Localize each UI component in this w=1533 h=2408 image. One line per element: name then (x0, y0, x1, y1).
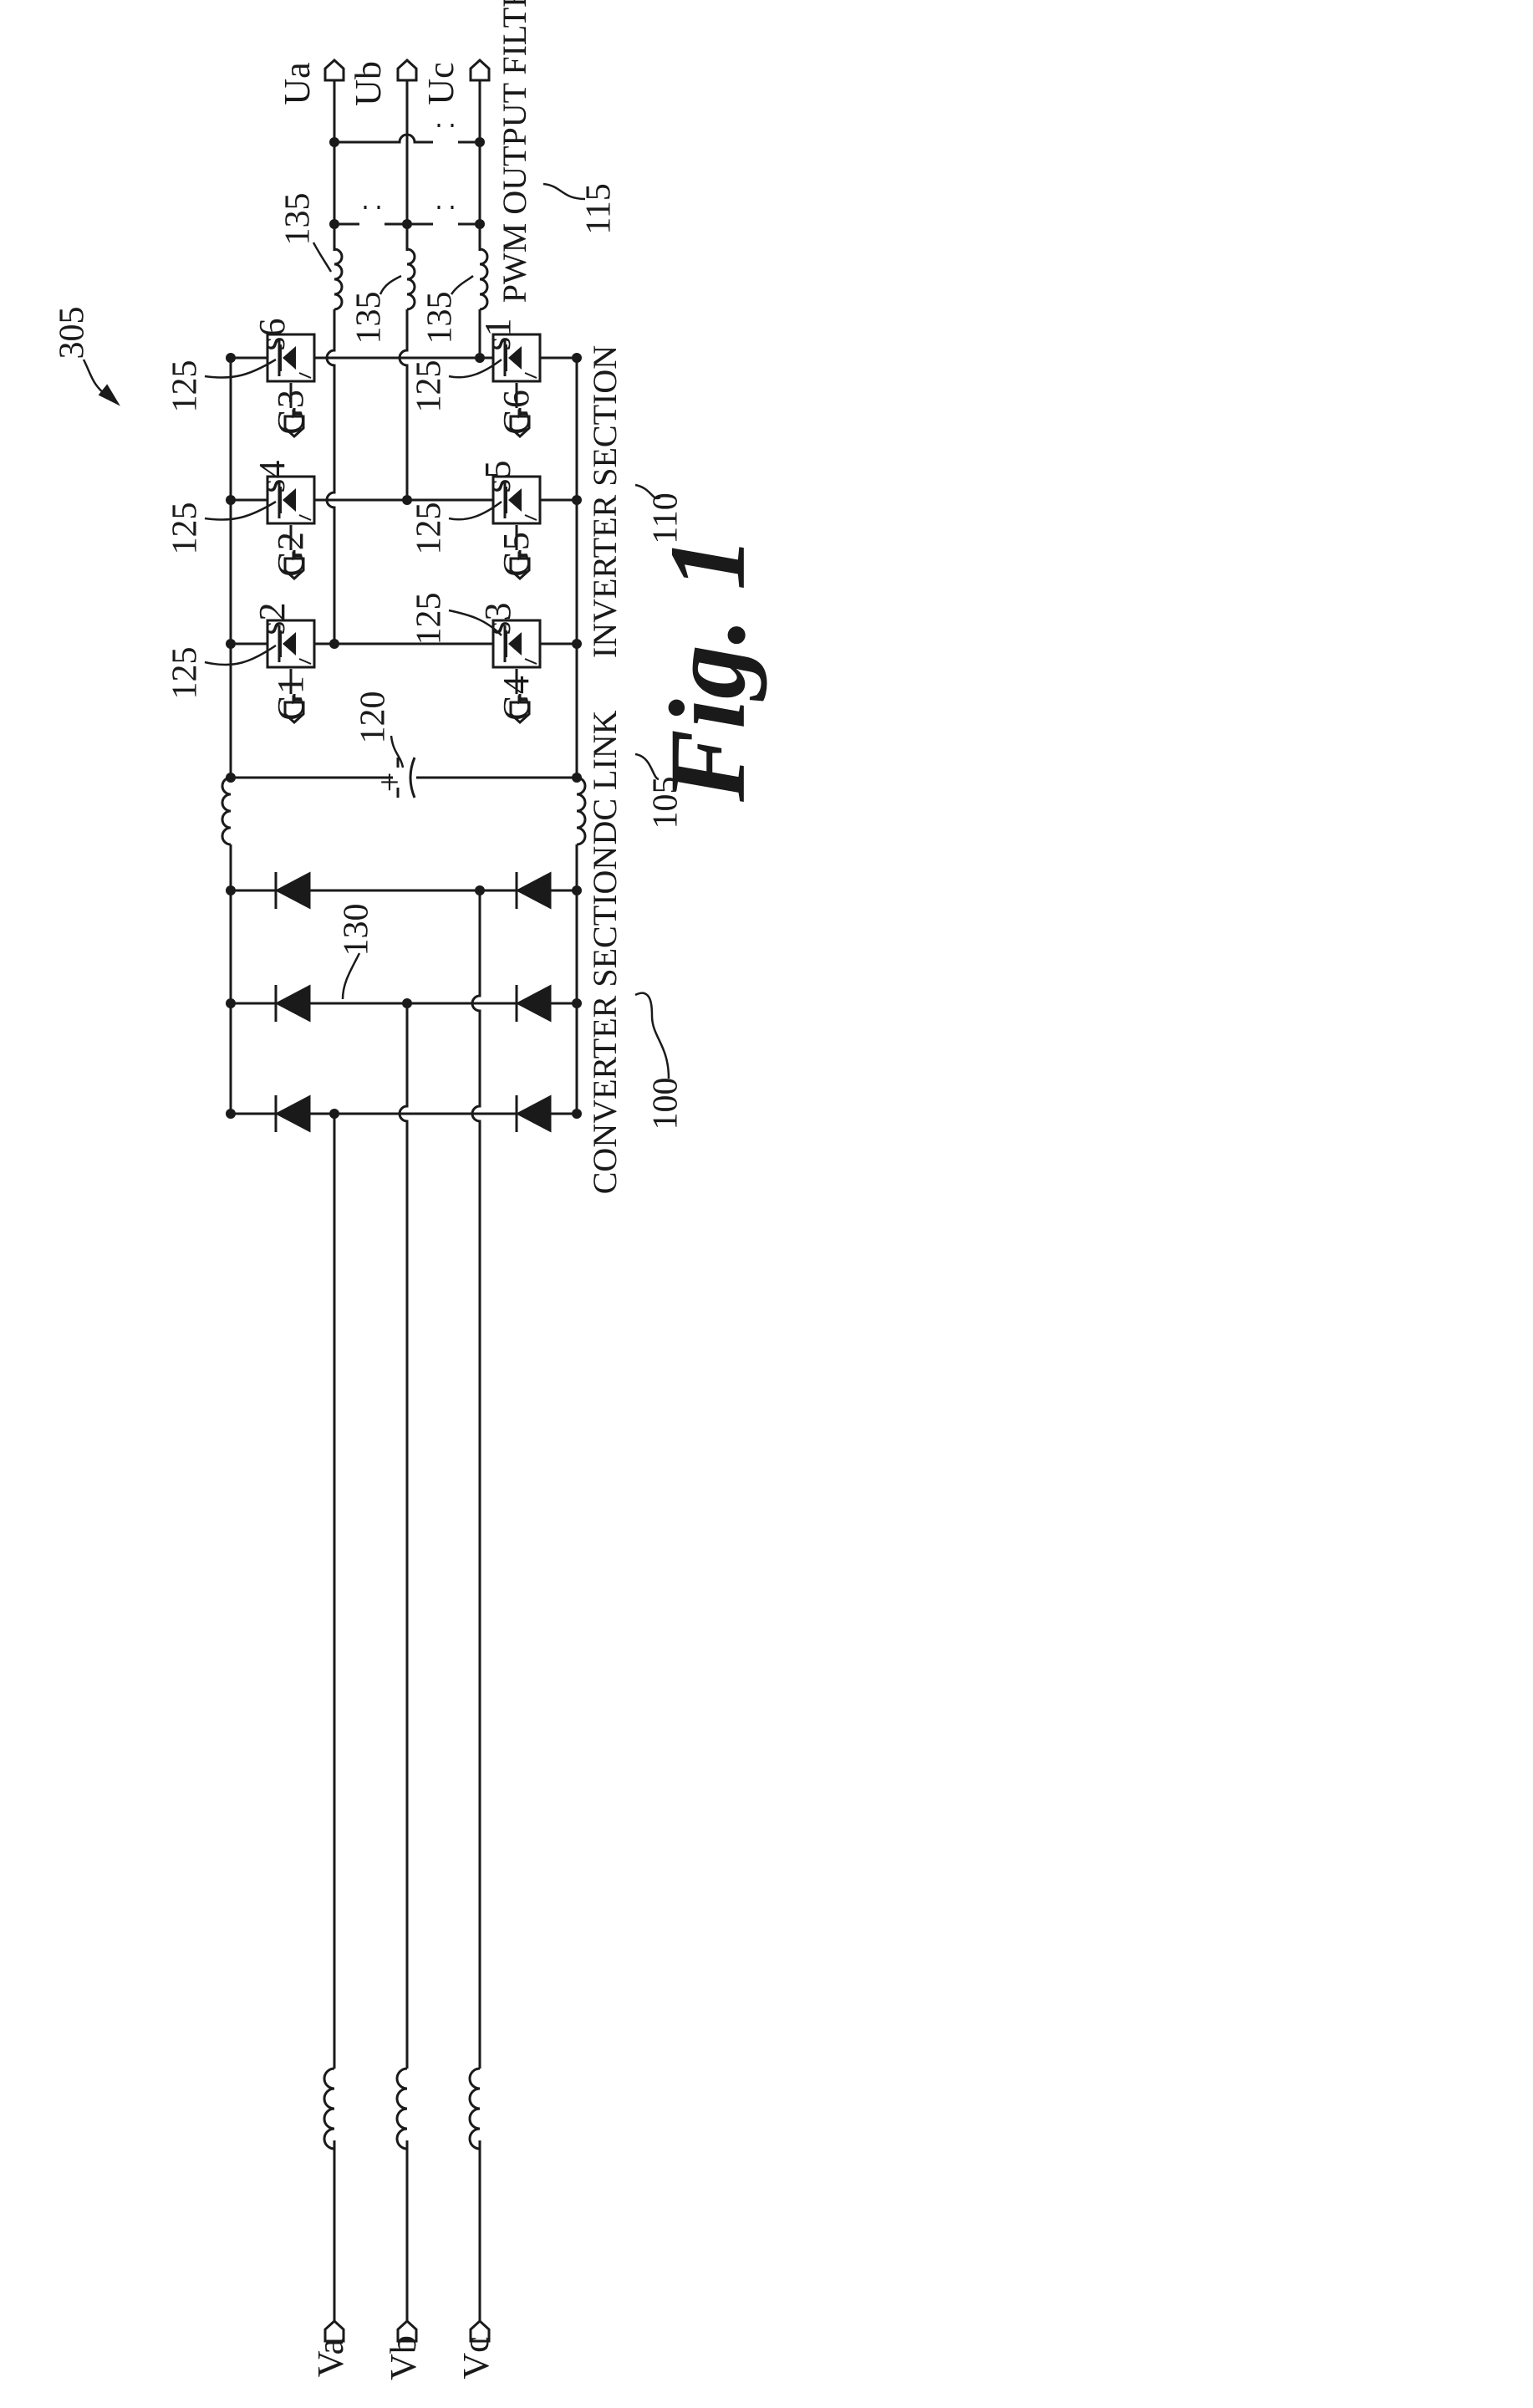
junction-dot (475, 219, 485, 229)
junction-dot (572, 353, 582, 363)
leader-line (205, 360, 276, 378)
junction-dot (572, 885, 582, 895)
junction-dot (329, 137, 339, 147)
ref-120: 120 (354, 691, 393, 744)
ref-135: 135 (279, 193, 318, 246)
junction-dot (475, 137, 485, 147)
switch-label-s1: s1 (477, 318, 518, 350)
junction-dot (475, 885, 485, 895)
ref-125: 125 (410, 360, 449, 413)
converter-section-title: CONVERTER SECTION (586, 846, 624, 1194)
ref-125: 125 (166, 503, 205, 555)
gap (433, 127, 458, 161)
output-terminal (471, 60, 489, 80)
figure-title: Fig. 1 (648, 536, 768, 803)
gate-label-g3: G3 (270, 390, 311, 435)
leader-line (205, 502, 276, 520)
junction-dot (572, 639, 582, 649)
junction-dot (572, 495, 582, 505)
diode-symbol (518, 987, 550, 1020)
switch-label-s2: s2 (252, 602, 293, 635)
junction-dot (572, 773, 582, 783)
filter-title: PWM OUTPUT FILTER (496, 0, 533, 303)
ref-130: 130 (338, 904, 376, 957)
inverter-section-title: INVERTER SECTION (586, 345, 624, 658)
junction-dot (226, 885, 236, 895)
ref-125: 125 (410, 593, 449, 645)
junction-dot (329, 639, 339, 649)
wire (327, 80, 334, 644)
junction-dot (475, 353, 485, 363)
diode-symbol (278, 874, 309, 907)
diode-symbol (278, 987, 309, 1020)
switch-label-s3: s3 (477, 602, 518, 635)
gap (359, 209, 385, 242)
output-label-uc: Uc (420, 62, 461, 105)
gate-label-g2: G2 (270, 532, 311, 577)
arrowhead (100, 386, 117, 403)
wire (400, 1003, 407, 2069)
dc-link-title: DC LINK (586, 710, 624, 844)
switch-label-s4: s4 (252, 460, 293, 492)
input-label-vb: Vb (383, 2335, 424, 2380)
junction-dot (226, 1109, 236, 1119)
leader-line (343, 953, 359, 999)
output-terminal (325, 60, 344, 80)
ref-135: 135 (421, 292, 460, 344)
gate-label-g5: G5 (496, 532, 537, 577)
junction-dot (226, 773, 236, 783)
output-label-ub: Ub (348, 61, 389, 106)
diode-symbol (518, 1097, 550, 1130)
output-terminal (398, 60, 416, 80)
junction-dot (226, 353, 236, 363)
switch-label-s5: s5 (477, 460, 518, 492)
plus-sign: + (379, 764, 400, 803)
junction-dot (226, 639, 236, 649)
junction-dot (226, 495, 236, 505)
junction-dot (572, 998, 582, 1008)
diode-symbol (278, 1097, 309, 1130)
junction-dot (329, 219, 339, 229)
output-label-ua: Ua (277, 62, 318, 105)
inductor-symbol (470, 2069, 480, 2149)
switch-label-s6: s6 (252, 318, 293, 350)
diode-symbol (518, 874, 550, 907)
leader-line (635, 993, 669, 1079)
input-terminal (325, 2321, 344, 2341)
junction-dot (572, 1109, 582, 1119)
inductor-symbol (324, 2069, 334, 2149)
ref-125: 125 (410, 503, 449, 555)
leader-line (543, 184, 585, 199)
figure-number-305: 305 (53, 307, 92, 360)
leader-line (205, 645, 276, 665)
ref-125: 125 (166, 647, 205, 700)
gate-label-g6: G6 (496, 390, 537, 435)
inductor-symbol (397, 2069, 407, 2149)
converter-section-ref: 100 (647, 1078, 685, 1130)
junction-dot (226, 998, 236, 1008)
junction-dot (402, 998, 412, 1008)
gate-label-g4: G4 (496, 676, 537, 721)
inductor-symbol (577, 778, 585, 844)
junction-dot (402, 219, 412, 229)
wire (472, 890, 480, 2069)
input-label-vc: Vc (456, 2336, 497, 2379)
input-label-va: Va (310, 2339, 351, 2377)
ref-125: 125 (166, 360, 205, 413)
inductor-symbol (222, 778, 231, 844)
filter-ref: 115 (580, 183, 619, 234)
ref-135: 135 (350, 292, 389, 344)
gap (433, 209, 458, 242)
junction-dot (329, 1109, 339, 1119)
gate-label-g1: G1 (270, 676, 311, 721)
